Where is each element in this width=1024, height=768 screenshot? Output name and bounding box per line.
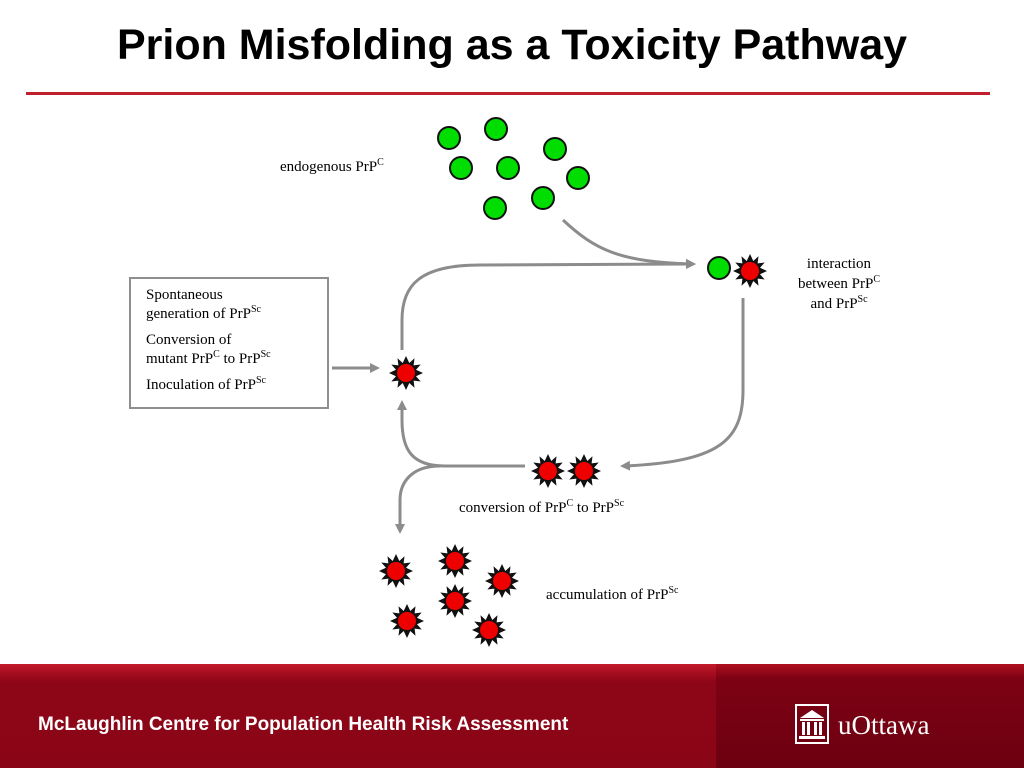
prpsc-molecule: [438, 584, 472, 618]
source-mutant-conversion: Conversion of mutant PrPC to PrPSc: [146, 332, 271, 367]
prpc-molecule: [543, 137, 567, 161]
prpsc-molecule: [733, 254, 767, 288]
organization-name: McLaughlin Centre for Population Health …: [38, 714, 569, 735]
prpsc-molecule: [390, 604, 424, 638]
prpsc-molecule: [379, 554, 413, 588]
prpc-molecule: [496, 156, 520, 180]
source-spontaneous: Spontaneous generation of PrPSc: [146, 287, 261, 322]
footer-logo-panel: [716, 664, 1024, 768]
arrow-conversion-to-misfolded: [397, 400, 525, 468]
arrow-conversion-to-accumulation: [395, 464, 441, 534]
accumulated-prpsc-cluster: [379, 544, 519, 647]
prpc-molecule: [531, 186, 555, 210]
prpc-molecule: [484, 117, 508, 141]
prpsc-molecule: [485, 564, 519, 598]
prpsc-molecule: [567, 454, 601, 488]
label-conversion: conversion of PrPC to PrPSc: [459, 498, 625, 516]
svg-text:interaction: interaction: [807, 256, 872, 272]
footer-band: McLaughlin Centre for Population Health …: [0, 664, 1024, 768]
label-endogenous-prpc: endogenous PrPC: [280, 157, 384, 175]
prpc-molecule: [483, 196, 507, 220]
prpc-molecule: [707, 256, 731, 280]
arrow-interaction-to-conversion: [620, 298, 745, 471]
prpc-molecule: [566, 166, 590, 190]
prpsc-molecule: [531, 454, 565, 488]
endogenous-prpc-cluster: [437, 117, 590, 220]
prpc-molecule: [449, 156, 473, 180]
title-divider: [26, 92, 990, 95]
prpsc-molecule: [438, 544, 472, 578]
interaction-pair: [707, 254, 767, 288]
slide-title: Prion Misfolding as a Toxicity Pathway: [116, 21, 908, 69]
arrow-endogenous-to-interaction: [561, 218, 696, 269]
prpsc-molecule: [389, 356, 423, 390]
label-interaction: interaction between PrPC and PrPSc: [798, 256, 880, 312]
university-logo-text: uOttawa: [838, 710, 930, 740]
university-building-icon: [795, 704, 829, 744]
source-inoculation: Inoculation of PrPSc: [146, 375, 266, 394]
label-accumulation: accumulation of PrPSc: [546, 585, 679, 603]
prpsc-sources-box: Spontaneous generation of PrPSc Conversi…: [129, 277, 329, 409]
arrow-misfolded-to-interaction: [400, 259, 696, 350]
converted-pair: [531, 454, 601, 488]
prpsc-molecule: [472, 613, 506, 647]
svg-text:between PrPC: between PrPC: [798, 274, 880, 292]
prpc-molecule: [437, 126, 461, 150]
svg-text:and PrPSc: and PrPSc: [810, 294, 868, 312]
